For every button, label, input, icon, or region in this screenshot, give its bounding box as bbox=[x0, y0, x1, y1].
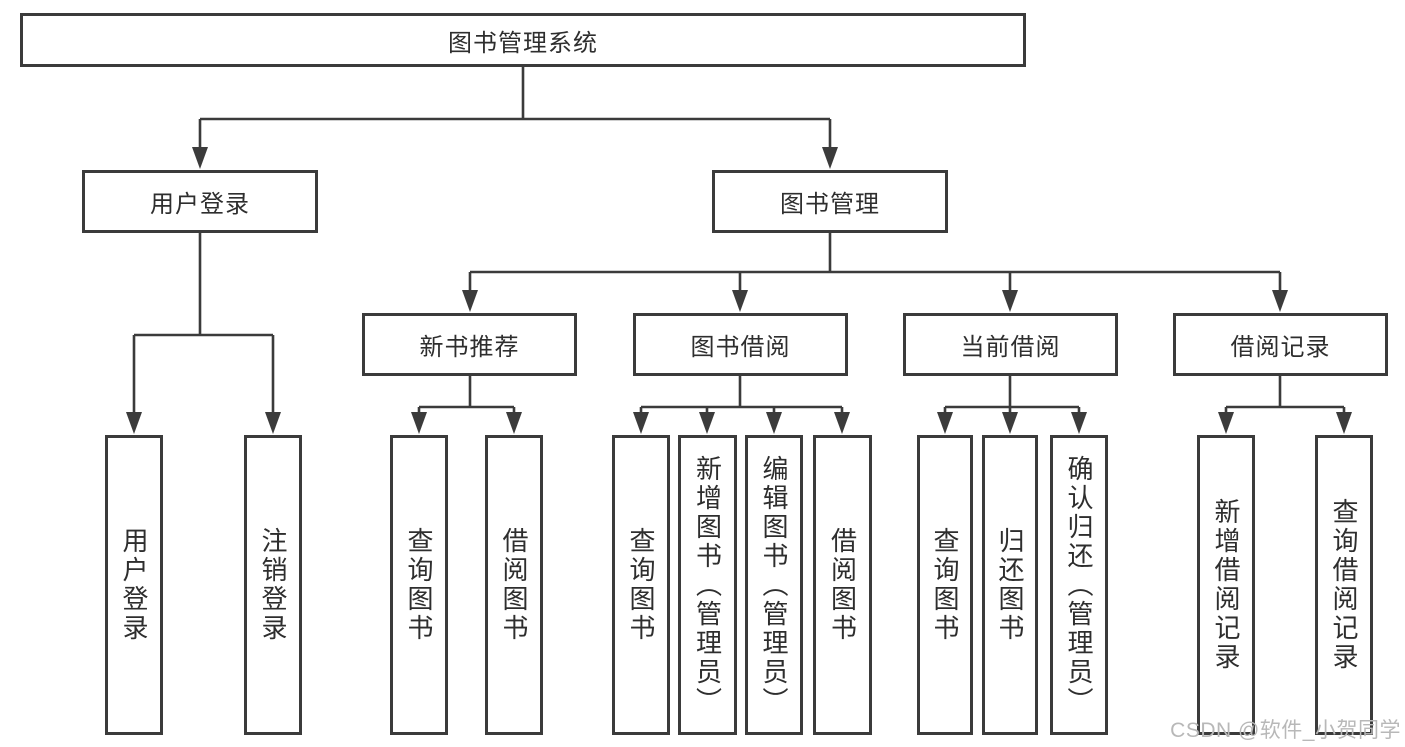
arrowhead bbox=[411, 412, 427, 434]
connector-new-books-split bbox=[417, 375, 516, 412]
node-label: 图书借阅 bbox=[690, 334, 791, 361]
connector-book-mgmt-split bbox=[468, 233, 1282, 290]
node-leaf-borrow-books-1: 借阅图书 bbox=[485, 435, 543, 735]
arrowhead bbox=[834, 412, 850, 434]
node-leaf-query-borrow-record: 查询借阅记录 bbox=[1315, 435, 1373, 735]
node-leaf-query-books-1: 查询图书 bbox=[390, 435, 448, 735]
connector-user-login-split bbox=[132, 233, 275, 412]
node-label: 注销登录 bbox=[258, 527, 288, 643]
arrowhead bbox=[1002, 290, 1018, 312]
node-label: 借阅图书 bbox=[827, 527, 858, 643]
arrowhead bbox=[126, 412, 142, 434]
node-user-login: 用户登录 bbox=[82, 170, 318, 233]
node-label: 图书管理系统 bbox=[448, 29, 598, 57]
node-current-borrowing: 当前借阅 bbox=[903, 313, 1118, 376]
node-leaf-add-book-admin: 新增图书（管理员） bbox=[678, 435, 737, 735]
node-new-book-recommend: 新书推荐 bbox=[362, 313, 577, 376]
arrowhead bbox=[1218, 412, 1234, 434]
arrowhead bbox=[462, 290, 478, 312]
node-label: 编辑图书（管理员） bbox=[759, 454, 789, 716]
connector-root-split bbox=[198, 67, 832, 148]
node-leaf-query-books-2: 查询图书 bbox=[612, 435, 670, 735]
arrowhead bbox=[822, 147, 838, 169]
connector-current-borrow-split bbox=[943, 375, 1081, 412]
node-label: 新增图书（管理员） bbox=[692, 454, 723, 716]
watermark: CSDN @软件_小贺同学 bbox=[1170, 719, 1401, 742]
node-leaf-logout: 注销登录 bbox=[244, 435, 302, 735]
arrowhead bbox=[699, 412, 715, 434]
node-label: 借阅图书 bbox=[499, 527, 529, 643]
arrowhead bbox=[1272, 290, 1288, 312]
node-label: 确认归还（管理员） bbox=[1064, 454, 1094, 716]
arrowhead bbox=[937, 412, 953, 434]
arrowhead bbox=[1336, 412, 1352, 434]
arrowhead bbox=[1002, 412, 1018, 434]
node-leaf-add-borrow-record: 新增借阅记录 bbox=[1197, 435, 1255, 735]
node-book-management: 图书管理 bbox=[712, 170, 948, 233]
node-label: 新增借阅记录 bbox=[1211, 498, 1241, 672]
node-leaf-query-books-3: 查询图书 bbox=[917, 435, 973, 735]
node-label: 图书管理 bbox=[780, 191, 880, 218]
node-leaf-edit-book-admin: 编辑图书（管理员） bbox=[745, 435, 803, 735]
node-label: 新书推荐 bbox=[419, 334, 520, 361]
node-library-management-system: 图书管理系统 bbox=[20, 13, 1026, 67]
node-label: 用户登录 bbox=[119, 527, 149, 643]
connector-book-borrow-split bbox=[639, 375, 844, 412]
node-label: 查询图书 bbox=[626, 527, 656, 643]
arrowhead bbox=[633, 412, 649, 434]
node-leaf-borrow-books-2: 借阅图书 bbox=[813, 435, 872, 735]
node-label: 归还图书 bbox=[995, 527, 1025, 643]
node-borrow-records: 借阅记录 bbox=[1173, 313, 1388, 376]
node-leaf-user-login: 用户登录 bbox=[105, 435, 163, 735]
node-label: 用户登录 bbox=[150, 191, 250, 218]
node-label: 查询图书 bbox=[404, 527, 434, 643]
arrowhead bbox=[192, 147, 208, 169]
node-label: 借阅记录 bbox=[1230, 334, 1331, 361]
node-leaf-return-book: 归还图书 bbox=[982, 435, 1038, 735]
arrowhead bbox=[265, 412, 281, 434]
node-book-borrowing: 图书借阅 bbox=[633, 313, 848, 376]
node-label: 查询借阅记录 bbox=[1329, 498, 1359, 672]
node-label: 当前借阅 bbox=[960, 334, 1061, 361]
arrowhead bbox=[766, 412, 782, 434]
node-label: 查询图书 bbox=[930, 527, 960, 643]
arrowhead bbox=[1071, 412, 1087, 434]
arrowhead bbox=[506, 412, 522, 434]
node-leaf-confirm-return-admin: 确认归还（管理员） bbox=[1050, 435, 1108, 735]
arrowhead bbox=[732, 290, 748, 312]
connector-borrow-records-split bbox=[1224, 375, 1346, 412]
